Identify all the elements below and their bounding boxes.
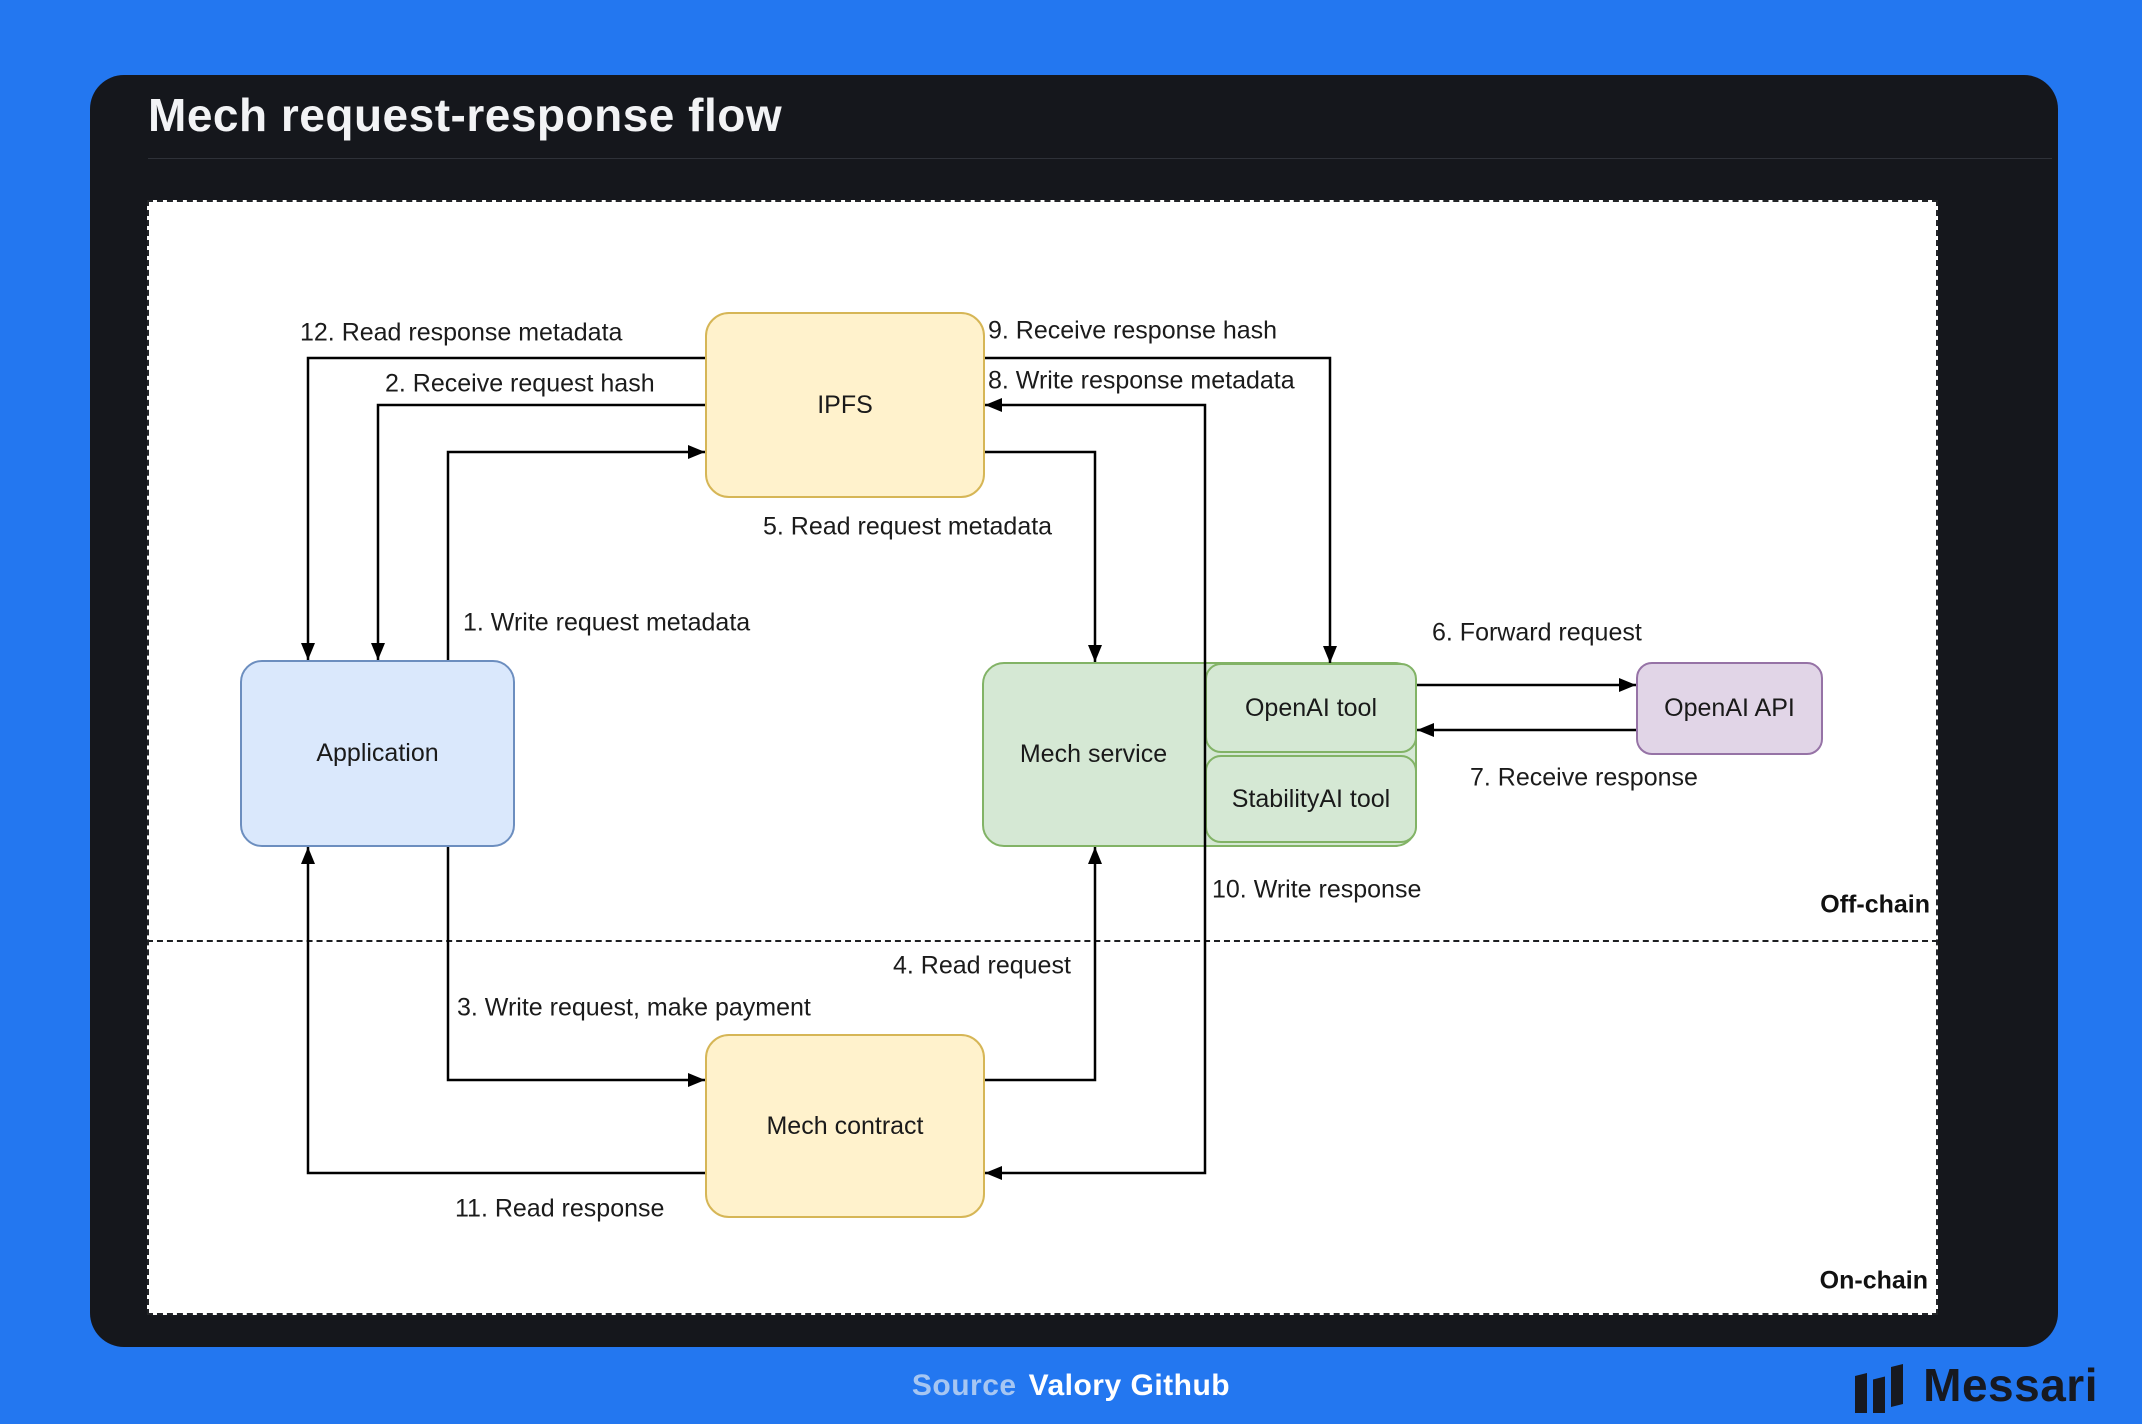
- label-4: 4. Read request: [893, 951, 1071, 980]
- node-application-label: Application: [316, 739, 439, 767]
- label-11: 11. Read response: [455, 1194, 665, 1223]
- label-1: 1. Write request metadata: [463, 608, 751, 637]
- offchain-region-label: Off-chain: [1820, 890, 1930, 919]
- label-12: 12. Read response metadata: [300, 318, 623, 347]
- label-5: 5. Read request metadata: [763, 512, 1053, 541]
- node-application: Application: [240, 660, 515, 847]
- offchain-onchain-divider: [147, 940, 1938, 942]
- node-stabilityai-tool-label: StabilityAI tool: [1231, 784, 1391, 813]
- footer-bar: Source Valory Github: [0, 1347, 2142, 1424]
- label-7: 7. Receive response: [1470, 763, 1698, 792]
- page-title: Mech request-response flow: [148, 89, 783, 141]
- node-openai-tool: OpenAI tool: [1205, 663, 1417, 753]
- source-line: Source Valory Github: [912, 1369, 1230, 1403]
- label-10: 10. Write response: [1212, 875, 1422, 904]
- source-value: Valory Github: [1028, 1368, 1231, 1402]
- messari-mark-icon: [1855, 1364, 1904, 1413]
- label-9: 9. Receive response hash: [988, 316, 1278, 345]
- label-3: 3. Write request, make payment: [457, 993, 811, 1022]
- node-ipfs-label: IPFS: [817, 390, 873, 419]
- node-mech-contract-label: Mech contract: [766, 1111, 924, 1140]
- label-2: 2. Receive request hash: [385, 369, 655, 398]
- title-divider: [148, 158, 2052, 159]
- source-label: Source: [911, 1368, 1017, 1402]
- node-stabilityai-tool: StabilityAI tool: [1205, 755, 1417, 843]
- onchain-region-label: On-chain: [1819, 1266, 1928, 1295]
- label-8: 8. Write response metadata: [988, 366, 1295, 395]
- node-openai-api: OpenAI API: [1636, 662, 1823, 755]
- node-openai-tool-label: OpenAI tool: [1244, 693, 1378, 722]
- node-ipfs: IPFS: [705, 312, 985, 498]
- messari-wordmark: Messari: [1923, 1359, 2098, 1411]
- messari-logo: Messari: [1851, 1352, 2098, 1418]
- label-6: 6. Forward request: [1432, 618, 1642, 647]
- node-mech-contract: Mech contract: [705, 1034, 985, 1218]
- node-openai-api-label: OpenAI API: [1664, 694, 1795, 722]
- node-mech-service-label: Mech service: [1019, 740, 1168, 768]
